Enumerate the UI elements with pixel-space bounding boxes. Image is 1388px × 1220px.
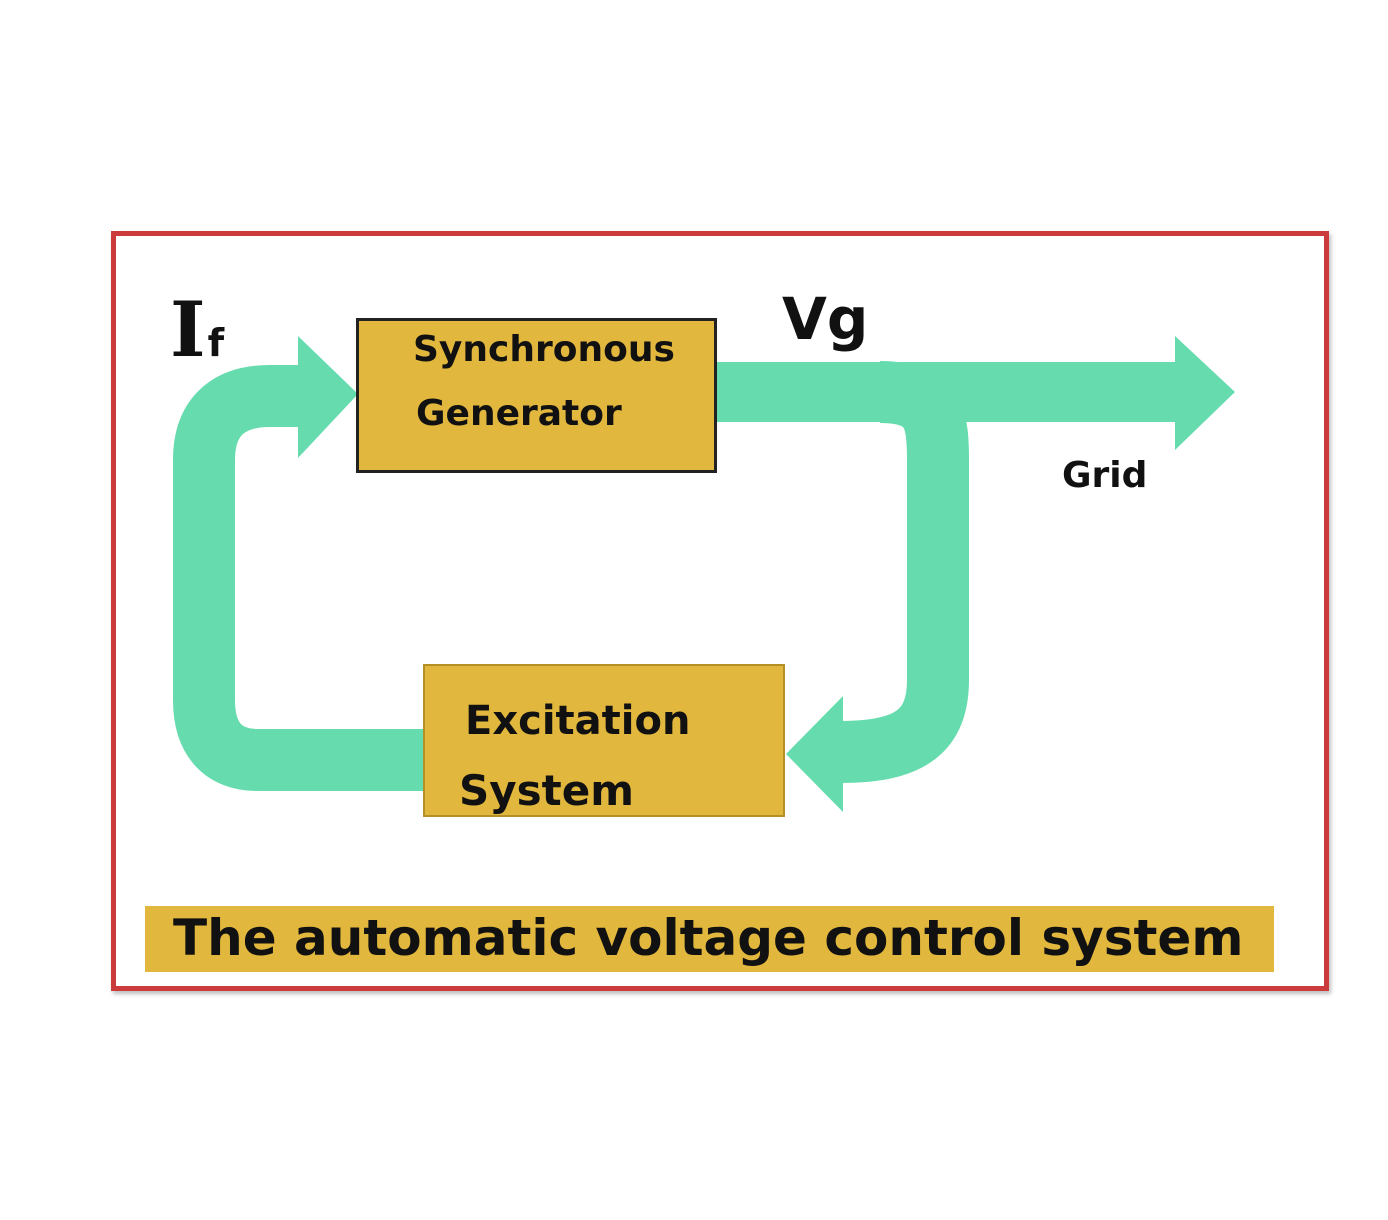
field-current-subscript: f [207, 321, 225, 365]
generator-label-line1: Synchronous [413, 329, 675, 370]
excitation-label-line2: System [459, 766, 634, 815]
field-current-path [173, 365, 425, 791]
field-current-arrowhead [298, 336, 358, 458]
synchronous-generator-block: Synchronous Generator [356, 318, 717, 473]
excitation-system-block: Excitation System [423, 664, 785, 817]
generator-voltage-label: Vg [782, 285, 869, 353]
field-current-symbol: I [170, 285, 206, 374]
grid-label: Grid [1062, 455, 1148, 496]
caption-text: The automatic voltage control system [173, 909, 1244, 967]
field-current-label: If [170, 292, 224, 368]
feedback-arrowhead [786, 696, 843, 812]
output-arrow-to-grid [715, 336, 1235, 450]
feedback-path [839, 361, 969, 783]
excitation-label-line1: Excitation [465, 698, 691, 744]
generator-label-line2: Generator [416, 393, 622, 434]
diagram-caption: The automatic voltage control system [145, 906, 1274, 972]
